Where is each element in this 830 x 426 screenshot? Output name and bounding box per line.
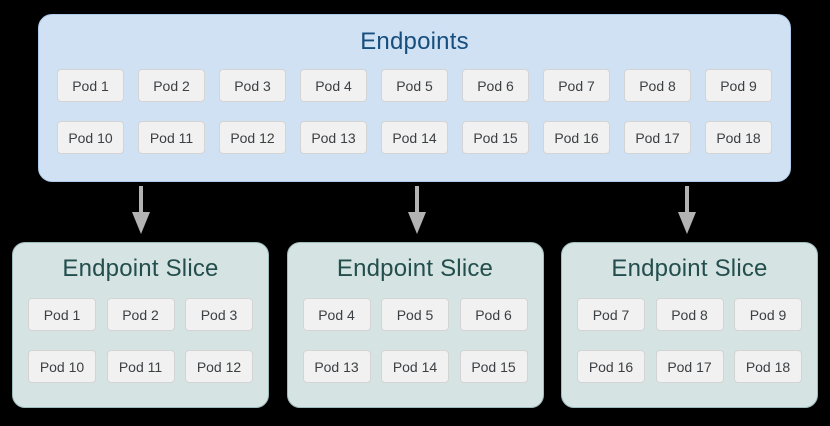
pod: Pod 9 [734, 298, 802, 331]
pod: Pod 14 [381, 121, 448, 154]
pod: Pod 12 [219, 121, 286, 154]
endpoints-pod-row-2: Pod 10 Pod 11 Pod 12 Pod 13 Pod 14 Pod 1… [39, 121, 790, 154]
pod: Pod 16 [543, 121, 610, 154]
pod: Pod 5 [381, 69, 448, 102]
pod: Pod 8 [624, 69, 691, 102]
pod: Pod 11 [138, 121, 205, 154]
pod: Pod 1 [57, 69, 124, 102]
pod: Pod 14 [381, 350, 449, 383]
pod: Pod 3 [185, 298, 253, 331]
pod: Pod 17 [655, 350, 724, 383]
pod: Pod 6 [459, 298, 528, 331]
pod: Pod 15 [462, 121, 529, 154]
pod: Pod 6 [462, 69, 529, 102]
pod: Pod 13 [302, 350, 371, 383]
pod: Pod 2 [106, 298, 175, 331]
pod: Pod 10 [28, 350, 96, 383]
pod: Pod 4 [302, 298, 371, 331]
slice-pod-row-2: Pod 10 Pod 11 Pod 12 [13, 350, 268, 383]
endpoints-box: Endpoints Pod 1 Pod 2 Pod 3 Pod 4 Pod 5 … [38, 14, 791, 182]
pod: Pod 1 [28, 298, 96, 331]
slice-pod-row-1: Pod 4 Pod 5 Pod 6 [288, 298, 543, 331]
pod: Pod 4 [300, 69, 367, 102]
pod: Pod 12 [185, 350, 253, 383]
arrow-down-icon [132, 186, 150, 234]
pod: Pod 18 [734, 350, 802, 383]
pod: Pod 5 [381, 298, 449, 331]
endpoint-slices-row: Endpoint Slice Pod 1 Pod 2 Pod 3 Pod 10 … [12, 242, 818, 408]
pod: Pod 10 [57, 121, 124, 154]
pod: Pod 3 [219, 69, 286, 102]
endpoint-slice-box-3: Endpoint Slice Pod 7 Pod 8 Pod 9 Pod 16 … [561, 242, 818, 408]
endpoint-slice-box-1: Endpoint Slice Pod 1 Pod 2 Pod 3 Pod 10 … [12, 242, 269, 408]
endpoints-pod-row-1: Pod 1 Pod 2 Pod 3 Pod 4 Pod 5 Pod 6 Pod … [39, 69, 790, 102]
slice-pod-row-1: Pod 7 Pod 8 Pod 9 [562, 298, 817, 331]
pod: Pod 18 [705, 121, 772, 154]
pod: Pod 16 [577, 350, 645, 383]
arrow-down-icon [678, 186, 696, 234]
pod: Pod 7 [543, 69, 610, 102]
endpoint-slice-title: Endpoint Slice [62, 255, 219, 282]
pod: Pod 11 [106, 350, 175, 383]
pod: Pod 13 [300, 121, 367, 154]
slice-pod-row-2: Pod 13 Pod 14 Pod 15 [288, 350, 543, 383]
endpoint-slice-title: Endpoint Slice [611, 255, 768, 282]
endpoint-slice-box-2: Endpoint Slice Pod 4 Pod 5 Pod 6 Pod 13 … [286, 242, 544, 408]
arrow-down-icon [408, 186, 426, 234]
pod: Pod 9 [705, 69, 772, 102]
pod: Pod 15 [459, 350, 528, 383]
slice-pod-row-2: Pod 16 Pod 17 Pod 18 [562, 350, 817, 383]
endpoint-slice-title: Endpoint Slice [336, 255, 494, 282]
pod: Pod 7 [577, 298, 645, 331]
pod: Pod 2 [138, 69, 205, 102]
pod: Pod 17 [624, 121, 691, 154]
slice-pod-row-1: Pod 1 Pod 2 Pod 3 [13, 298, 268, 331]
endpoints-title: Endpoints [360, 28, 469, 55]
pod: Pod 8 [655, 298, 724, 331]
